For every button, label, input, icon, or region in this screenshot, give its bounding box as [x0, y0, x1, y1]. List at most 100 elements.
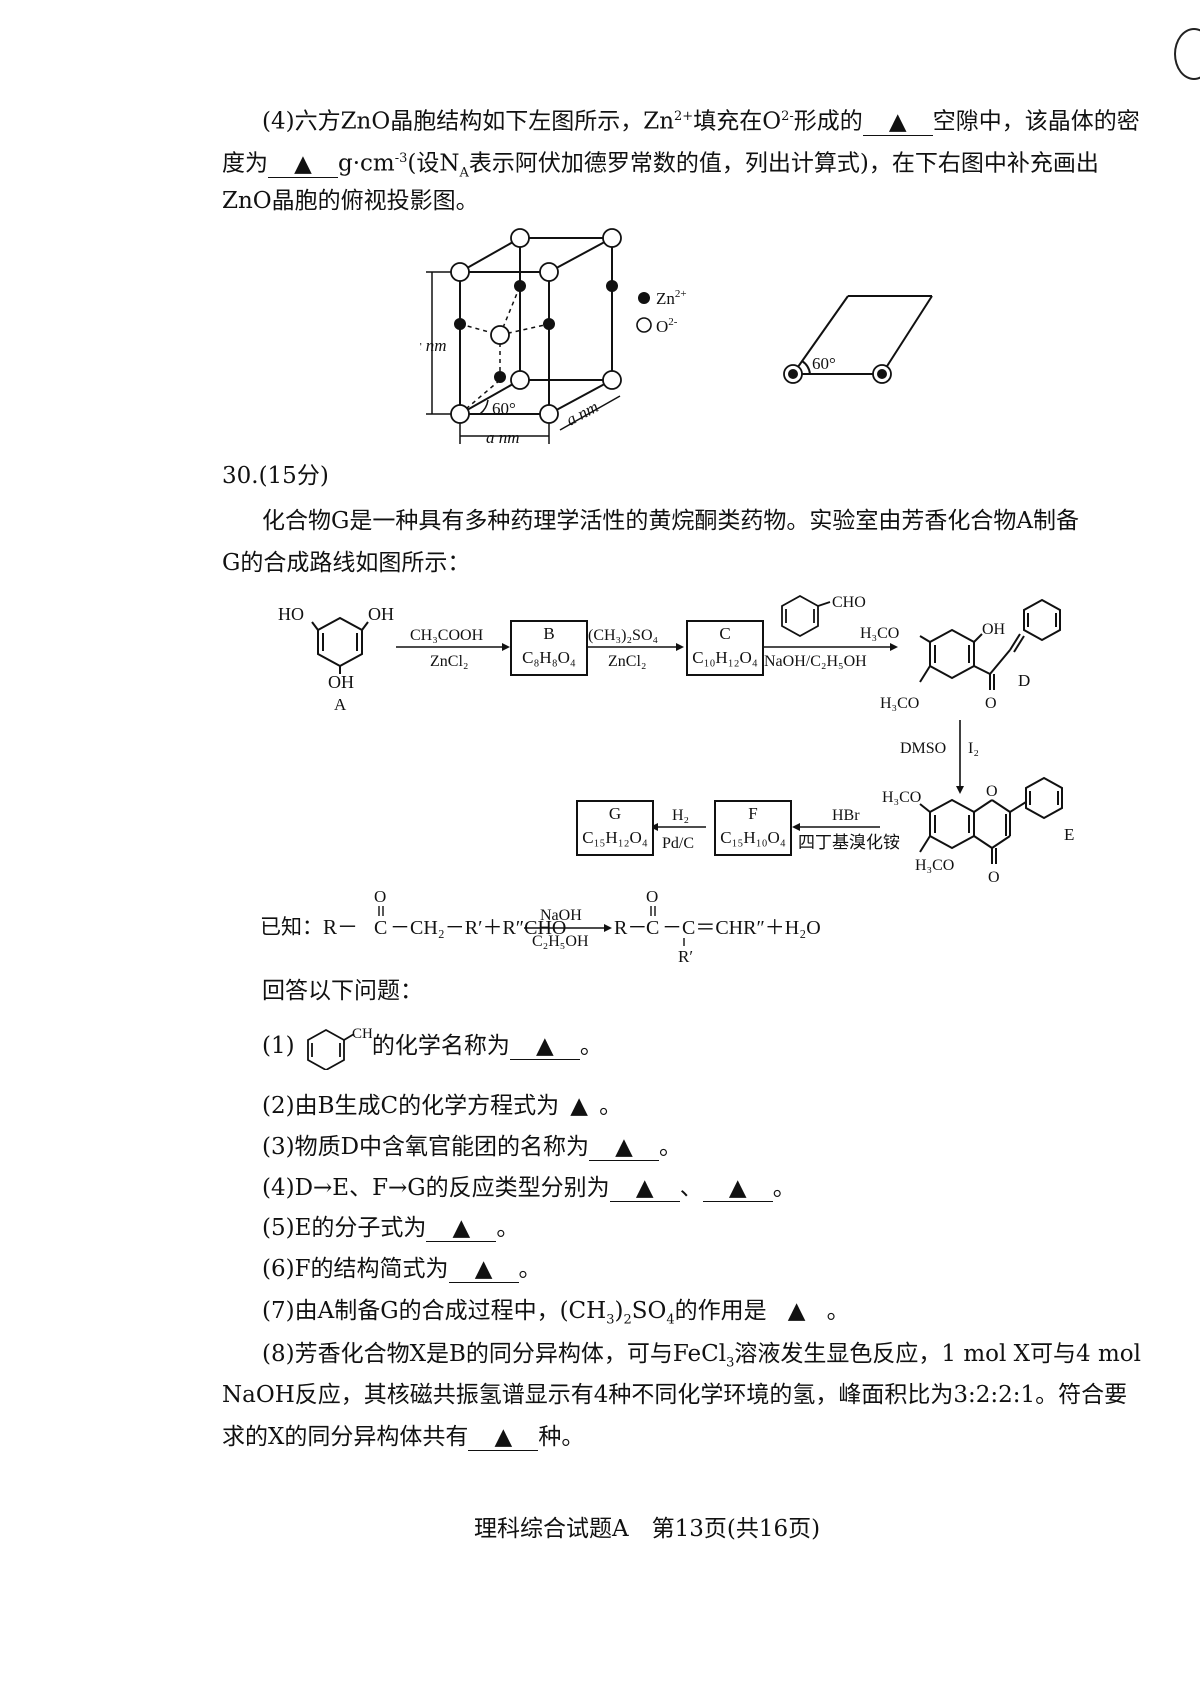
question-6: (6)F的结构简式为▲。 [262, 1248, 542, 1290]
question-5: (5)E的分子式为▲。 [262, 1207, 519, 1249]
step1-reagent: CH₃COOH [410, 627, 484, 644]
superscript: 2- [781, 109, 794, 124]
subscript: 2 [623, 1312, 632, 1328]
synthesis-scheme: HO OH OH A CH₃COOH ZnCl₂ (CH₃)₂SO₄ ZnCl₂… [278, 594, 1074, 886]
triangle-icon: ▲ [452, 1215, 471, 1241]
compound-d-structure [919, 598, 1061, 690]
a-ho-label: HO [278, 604, 304, 624]
text: 。 [496, 1215, 520, 1241]
triangle-icon: ▲ [615, 1134, 633, 1160]
c-axis-label: c nm [420, 336, 447, 355]
answer-blank[interactable]: ▲ [468, 1424, 539, 1451]
text: 表示阿伏加德罗常数的值，列出计算式)，在下右图中补充画出 [468, 150, 1099, 177]
e-methoxy-label: H₃CO [915, 857, 954, 874]
step5-reagent: HBr [832, 807, 860, 824]
cho-label: CHO [352, 1026, 372, 1042]
projection-outline [792, 295, 933, 375]
r-prime-label: R′ [678, 947, 693, 966]
question-4: (4)D→E、F→G的反应类型分别为▲、▲。 [262, 1167, 796, 1209]
page-footer: 理科综合试题A 第13页(共16页) [474, 1516, 821, 1542]
question-8-line3: 求的X的同分异构体共有▲种。 [222, 1416, 584, 1458]
answer-blank[interactable]: ▲ [509, 1033, 580, 1060]
step4-solvent: DMSO [900, 740, 946, 757]
answer-blank[interactable]: ▲ [767, 1298, 827, 1324]
step3-cho-label: CHO [832, 594, 866, 611]
benzaldehyde-icon: CHO [307, 1026, 384, 1072]
e-carbonyl-label: O [988, 869, 1000, 886]
legend-o: O2- [656, 316, 678, 336]
known-reactants: －CH₂－R′＋R″CHO [390, 917, 566, 939]
subscript: 3 [606, 1312, 615, 1328]
d-methoxy-label: H₃CO [880, 695, 919, 712]
text: 形成的 [793, 108, 863, 135]
text: (6)F的结构简式为 [262, 1256, 449, 1282]
text: 空隙中，该晶体的密 [932, 108, 1140, 135]
carbonyl-oxygen: O [646, 887, 658, 906]
step2-catalyst: ZnCl₂ [608, 653, 646, 670]
text: (8)芳香化合物X是B的同分异构体，可与FeCl [262, 1341, 727, 1367]
a-axis-label: a nm [486, 428, 520, 447]
text: 溶液发生显色反应，1 mol X可与4 mol [734, 1341, 1142, 1367]
question-7: (7)由A制备G的合成过程中，(CH3)2SO4的作用是▲。 [262, 1290, 850, 1342]
d-methoxy-label: H₃CO [860, 625, 899, 642]
part4-line2: 度为▲g·cm-3(设NA表示阿伏加德罗常数的值，列出计算式)，在下右图中补充画… [222, 138, 1099, 194]
e-methoxy-label: H₃CO [882, 789, 921, 806]
triangle-icon: ▲ [294, 150, 312, 177]
compound-g-name: G [608, 804, 622, 823]
compound-b-box: B C₈H₈O₄ [510, 620, 588, 676]
step1-catalyst: ZnCl₂ [430, 653, 468, 670]
compound-d-label: D [1018, 671, 1030, 690]
text: 度为 [222, 150, 268, 177]
known-base: NaOH [540, 907, 582, 924]
carbonyl-carbon: C [646, 917, 659, 939]
e-ring-oxygen-label: O [986, 783, 998, 800]
known-solvent: C₂H₅OH [532, 933, 589, 950]
text: (1) [262, 1033, 295, 1059]
legend-zn: Zn2+ [656, 288, 687, 308]
carbonyl-oxygen: O [374, 887, 386, 906]
text: 的作用是 [674, 1298, 767, 1324]
step6-reagent: H₂ [672, 807, 689, 824]
text: (2)由B生成C的化学方程式为 [262, 1093, 560, 1119]
answer-blank[interactable]: ▲ [589, 1134, 660, 1161]
part4-line3: ZnO晶胞的俯视投影图。 [222, 188, 479, 214]
compound-a-ring [311, 616, 369, 674]
answer-blank[interactable]: ▲ [559, 1093, 599, 1119]
cell-angle-label: 60° [492, 399, 516, 418]
answer-blank[interactable]: ▲ [426, 1215, 497, 1242]
subscript: A [459, 165, 469, 181]
text: (7)由A制备G的合成过程中，(CH [262, 1298, 607, 1324]
step6-catalyst: Pd/C [662, 835, 694, 852]
text: 。 [772, 1175, 796, 1201]
projection-angle-label: 60° [812, 354, 836, 373]
answer-blank[interactable]: ▲ [609, 1175, 680, 1202]
text: 。 [599, 1093, 623, 1119]
answer-intro: 回答以下问题： [262, 978, 423, 1004]
question-30-intro-2: G的合成路线如图所示： [222, 550, 471, 576]
triangle-icon: ▲ [536, 1033, 554, 1059]
superscript: 2+ [674, 109, 694, 124]
text: 填充在O [693, 108, 782, 135]
text: (4)D→E、F→G的反应类型分别为 [262, 1175, 610, 1201]
triangle-icon: ▲ [888, 108, 907, 135]
answer-blank[interactable]: ▲ [862, 108, 933, 136]
text: 。 [579, 1033, 603, 1059]
zno-cell-figure: c nm a nm a nm 60° Zn2+ O2- 60° [420, 228, 933, 447]
answer-blank[interactable]: ▲ [268, 151, 338, 178]
answer-blank[interactable]: ▲ [702, 1175, 773, 1202]
compound-a-label: A [334, 695, 347, 714]
text: 、 [679, 1175, 703, 1201]
compound-b-name: B [543, 624, 555, 643]
text: (设N [407, 150, 460, 177]
compound-f-name: F [748, 804, 758, 823]
a-axis-label-2: a nm [563, 397, 602, 430]
text: 种。 [538, 1424, 585, 1450]
text: 。 [659, 1134, 683, 1160]
known-products: －C＝CHR″＋H₂O [662, 917, 821, 939]
triangle-icon: ▲ [635, 1175, 654, 1201]
compound-c-formula: C₁₀H₁₂O₄ [692, 648, 758, 667]
question-8-line1: (8)芳香化合物X是B的同分异构体，可与FeCl3溶液发生显色反应，1 mol … [262, 1333, 1141, 1385]
answer-blank[interactable]: ▲ [448, 1256, 519, 1283]
d-hydroxy-label: OH [982, 621, 1006, 638]
a-oh-label: OH [328, 672, 354, 692]
